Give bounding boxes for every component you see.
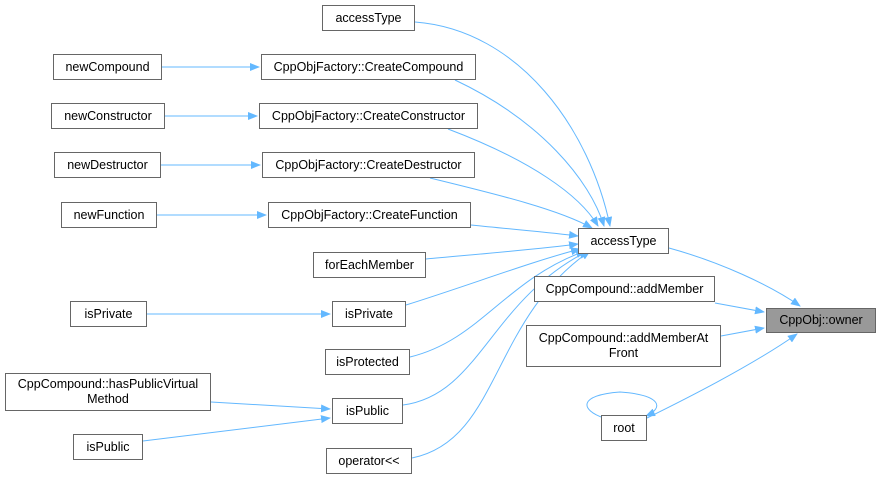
edge-haspublicvirtual-ispublic bbox=[210, 401, 331, 413]
node-create-function[interactable]: CppObjFactory::CreateFunction bbox=[268, 202, 471, 228]
node-create-destructor[interactable]: CppObjFactory::CreateDestructor bbox=[262, 152, 475, 178]
node-access-type-top[interactable]: accessType bbox=[322, 5, 415, 31]
edge-isprivate-access bbox=[405, 247, 581, 306]
edge-createfunction-access bbox=[470, 224, 579, 239]
node-operator-out[interactable]: operator<< bbox=[326, 448, 412, 474]
edge-createdestructor-access bbox=[429, 177, 593, 229]
edge-addmemberatfront-owner bbox=[720, 325, 765, 337]
edge-addmember-owner bbox=[714, 302, 765, 315]
node-is-private[interactable]: isPrivate bbox=[332, 301, 406, 327]
edge-accesstop-access bbox=[414, 21, 613, 227]
node-is-public[interactable]: isPublic bbox=[332, 398, 403, 424]
edge-createconstructor-access bbox=[447, 128, 599, 227]
node-add-member-at-front[interactable]: CppCompound::addMemberAt Front bbox=[526, 325, 721, 367]
node-is-public-left[interactable]: isPublic bbox=[73, 434, 143, 460]
node-has-public-virtual-method[interactable]: CppCompound::hasPublicVirtual Method bbox=[5, 373, 211, 411]
node-is-protected[interactable]: isProtected bbox=[325, 349, 410, 375]
edge-root-owner bbox=[646, 333, 798, 419]
node-new-destructor[interactable]: newDestructor bbox=[54, 152, 161, 178]
edge-createcompound-access bbox=[454, 79, 606, 227]
node-is-private-left[interactable]: isPrivate bbox=[70, 301, 147, 327]
node-add-member[interactable]: CppCompound::addMember bbox=[534, 276, 715, 302]
node-for-each-member[interactable]: forEachMember bbox=[313, 252, 426, 278]
edge-root-self bbox=[586, 391, 658, 419]
edge-ispublic-access bbox=[402, 250, 589, 406]
node-new-constructor[interactable]: newConstructor bbox=[51, 103, 165, 129]
node-new-function[interactable]: newFunction bbox=[61, 202, 157, 228]
edge-isprotected-access bbox=[409, 250, 586, 358]
node-owner: CppObj::owner bbox=[766, 308, 876, 333]
node-access-type[interactable]: accessType bbox=[578, 228, 669, 254]
edge-accesstype-owner bbox=[668, 247, 801, 307]
node-root[interactable]: root bbox=[601, 415, 647, 441]
node-new-compound[interactable]: newCompound bbox=[53, 54, 162, 80]
node-create-constructor[interactable]: CppObjFactory::CreateConstructor bbox=[259, 103, 478, 129]
edge-ispublic-ispublic bbox=[142, 415, 331, 442]
edge-foreachmember-access bbox=[425, 241, 579, 260]
node-create-compound[interactable]: CppObjFactory::CreateCompound bbox=[261, 54, 476, 80]
